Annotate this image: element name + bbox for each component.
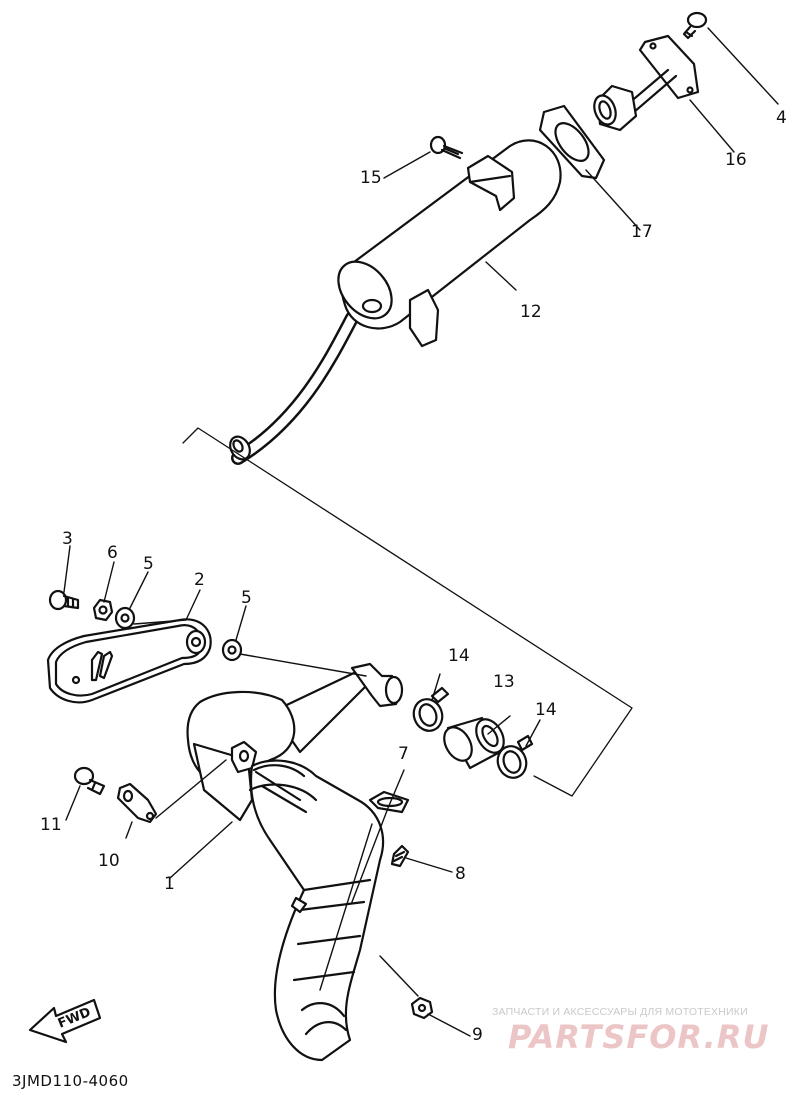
part-9-nut (410, 996, 434, 1020)
callout-2: 2 (194, 570, 205, 590)
part-17-gasket (538, 104, 606, 180)
part-5-washer-a (114, 606, 136, 630)
part-2-bracket (46, 618, 212, 704)
fwd-arrow-icon (28, 998, 102, 1044)
part-4-bolt (682, 11, 708, 40)
callout-9: 9 (472, 1025, 483, 1045)
callout-15: 15 (360, 168, 382, 188)
callout-4: 4 (776, 108, 787, 128)
diagram-code: 3JMD110-4060 (12, 1072, 129, 1090)
part-16-tail-pipe (593, 34, 700, 132)
callout-1: 1 (164, 874, 175, 894)
part-7-spring (368, 790, 410, 814)
callout-6: 6 (107, 543, 118, 563)
part-14-clamp-a (412, 686, 450, 732)
callout-8: 8 (455, 864, 466, 884)
part-8-hook (390, 844, 410, 868)
callout-14a: 14 (448, 646, 470, 666)
part-14-clamp-b (496, 734, 534, 779)
part-15-bolt (429, 135, 464, 160)
callout-16: 16 (725, 150, 747, 170)
callout-5a: 5 (143, 554, 154, 574)
watermark-tagline: ЗАПЧАСТИ И АКСЕССУАРЫ ДЛЯ МОТОТЕХНИКИ (492, 1006, 748, 1018)
callout-10: 10 (98, 851, 120, 871)
callout-17: 17 (631, 222, 653, 242)
callout-13: 13 (493, 672, 515, 692)
callout-11: 11 (40, 815, 62, 835)
callout-7: 7 (398, 744, 409, 764)
watermark-logo: PARTSFOR.RU (508, 1018, 770, 1056)
part-10-stay (116, 782, 158, 824)
part-12-silencer (229, 139, 562, 465)
part-11-bolt (73, 766, 106, 796)
part-5-washer-b (221, 638, 243, 662)
leader-lines (63, 27, 779, 1037)
part-6-nut (92, 598, 114, 622)
alignment-line (182, 427, 633, 797)
callout-3: 3 (62, 529, 73, 549)
callout-5b: 5 (241, 588, 252, 608)
callout-14b: 14 (535, 700, 557, 720)
part-1-exhaust-chamber (186, 662, 404, 1062)
callout-12: 12 (520, 302, 542, 322)
part-3-bolt (48, 589, 80, 611)
